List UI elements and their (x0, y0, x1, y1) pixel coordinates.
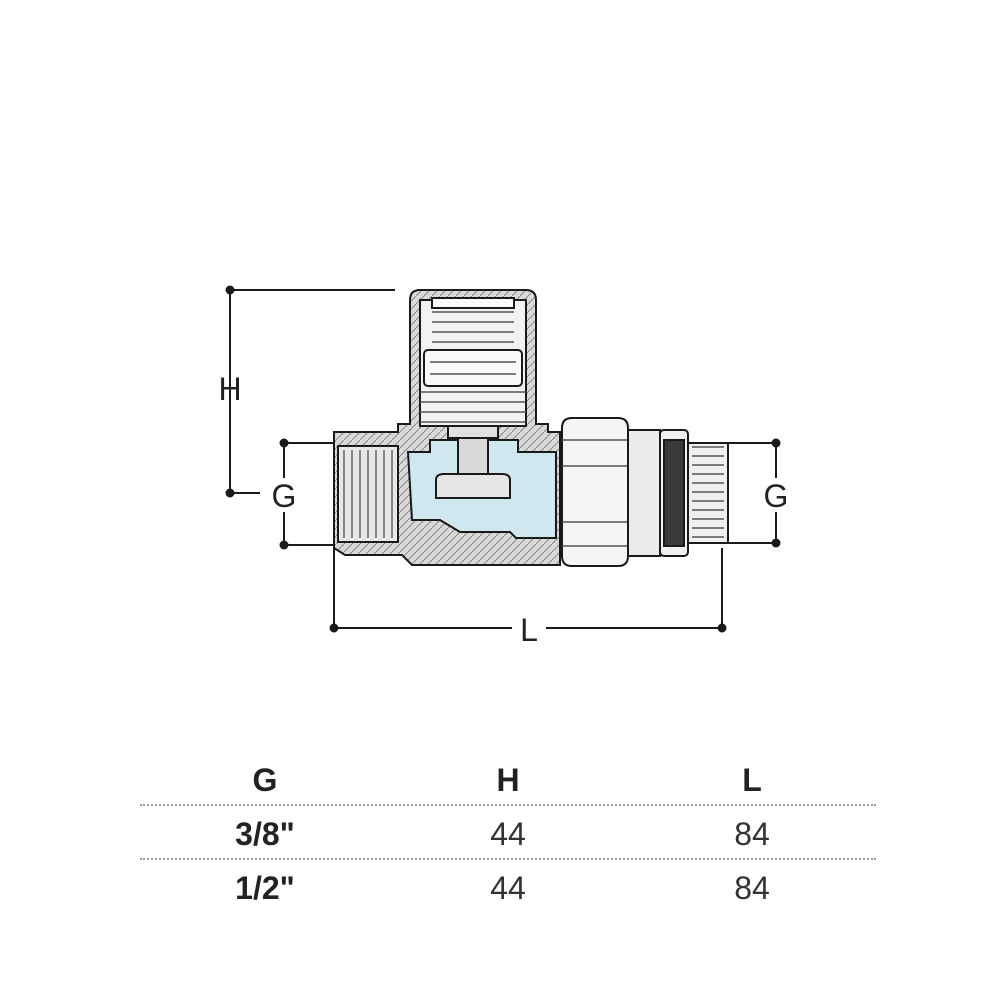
length-label: L (520, 612, 538, 648)
valve-stem (435, 425, 511, 499)
table-header-row: G H L (140, 752, 876, 804)
column-header-g: G (252, 762, 278, 798)
height-cell: 44 (490, 816, 526, 852)
size-cell: 3/8" (235, 816, 295, 852)
length-dimension (329, 548, 727, 633)
length-cell: 84 (734, 870, 770, 906)
length-cell: 84 (734, 816, 770, 852)
dimension-lines (225, 285, 781, 633)
height-dimension (225, 285, 395, 498)
right-thread-label: G (764, 478, 789, 514)
valve-drawing: H G G L (218, 285, 789, 648)
left-thread-dimension (279, 438, 334, 550)
left-thread-label: G (272, 478, 297, 514)
height-cell: 44 (490, 870, 526, 906)
column-header-h: H (496, 762, 520, 798)
height-label: H (218, 371, 241, 407)
table-row: 3/8" 44 84 (140, 804, 876, 858)
bonnet (419, 297, 527, 427)
size-cell: 1/2" (235, 870, 295, 906)
left-thread (337, 445, 399, 543)
column-header-l: L (742, 762, 762, 798)
valve-body (333, 289, 729, 567)
tailpiece (659, 429, 729, 557)
table-row: 1/2" 44 84 (140, 858, 876, 912)
coupling-nut (561, 417, 661, 567)
dimensions-table: G H L 3/8" 44 84 1/2" 44 84 (140, 752, 876, 912)
right-thread-dimension (728, 438, 781, 548)
